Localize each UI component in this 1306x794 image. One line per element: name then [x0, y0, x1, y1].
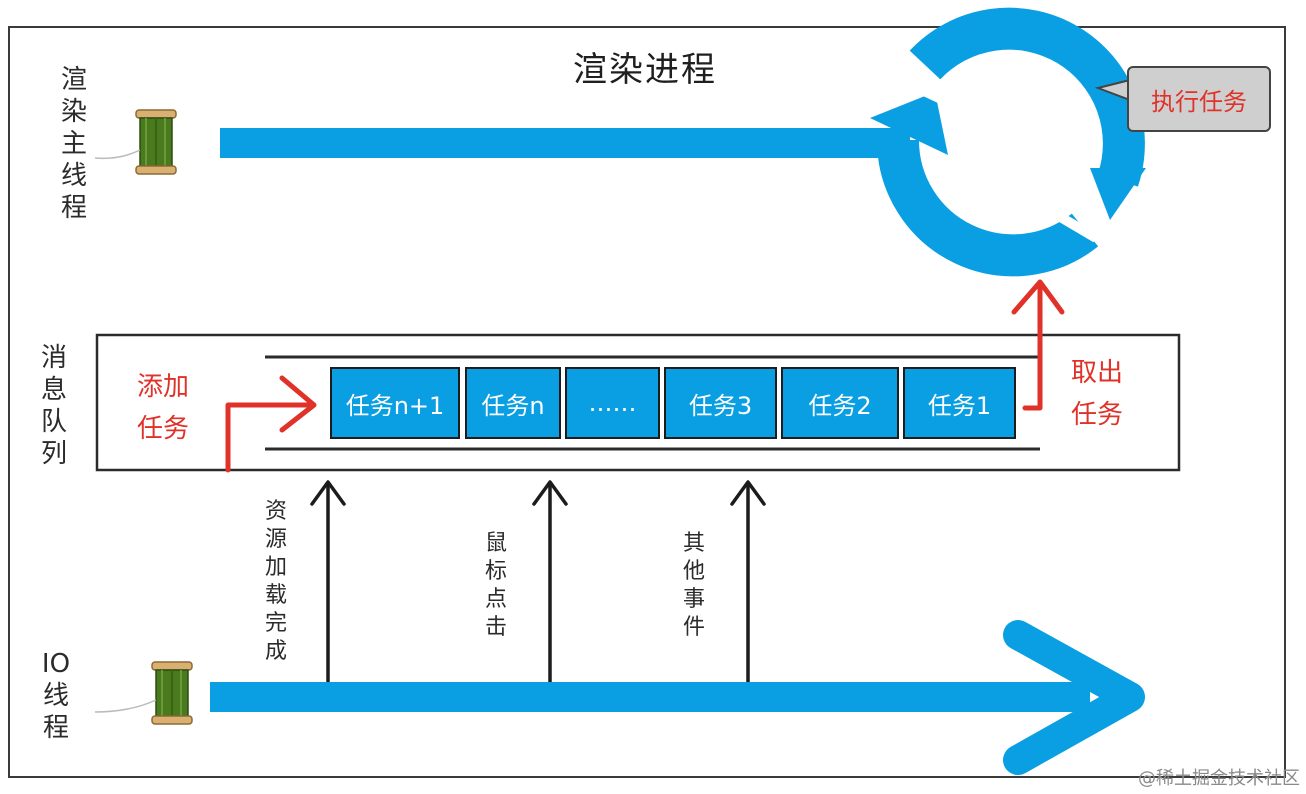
- task-item: ……: [565, 367, 660, 439]
- take-task-label: 取出任务: [1070, 358, 1123, 430]
- execute-task-callout: 执行任务: [1127, 66, 1271, 132]
- task-item: 任务1: [903, 367, 1016, 439]
- message-queue-box: [95, 333, 1181, 472]
- outer-frame: [8, 26, 1286, 778]
- add-task-label: 添加任务: [136, 372, 189, 444]
- task-item: 任务3: [664, 367, 777, 439]
- cycle-icon: [870, 7, 1146, 277]
- message-queue-label: 消息队列: [40, 343, 67, 469]
- take-task-arrow: [1011, 279, 1065, 411]
- io-thread-label: IO线程: [41, 649, 71, 743]
- add-task-arrow: [225, 375, 317, 473]
- task-item: 任务2: [781, 367, 899, 439]
- io-thread-arrow: [210, 620, 1145, 775]
- event-label-other-events: 其他事件: [682, 531, 705, 640]
- event-arrow: [310, 480, 346, 684]
- event-arrow: [532, 480, 568, 684]
- thread-spool-icon: [94, 661, 193, 725]
- page-title: 渲染进程: [573, 50, 717, 90]
- main-thread-line: [220, 128, 910, 158]
- thread-spool-icon: [94, 109, 177, 175]
- task-item: 任务n: [465, 367, 561, 439]
- task-item: 任务n+1: [330, 367, 460, 439]
- event-arrow: [730, 480, 766, 684]
- event-label-resource-loaded: 资源加载完成: [264, 499, 287, 664]
- event-label-mouse-click: 鼠标点击: [484, 531, 507, 640]
- watermark: @稀土掘金技术社区: [1138, 768, 1300, 789]
- main-thread-label: 渲染主线程: [60, 65, 87, 223]
